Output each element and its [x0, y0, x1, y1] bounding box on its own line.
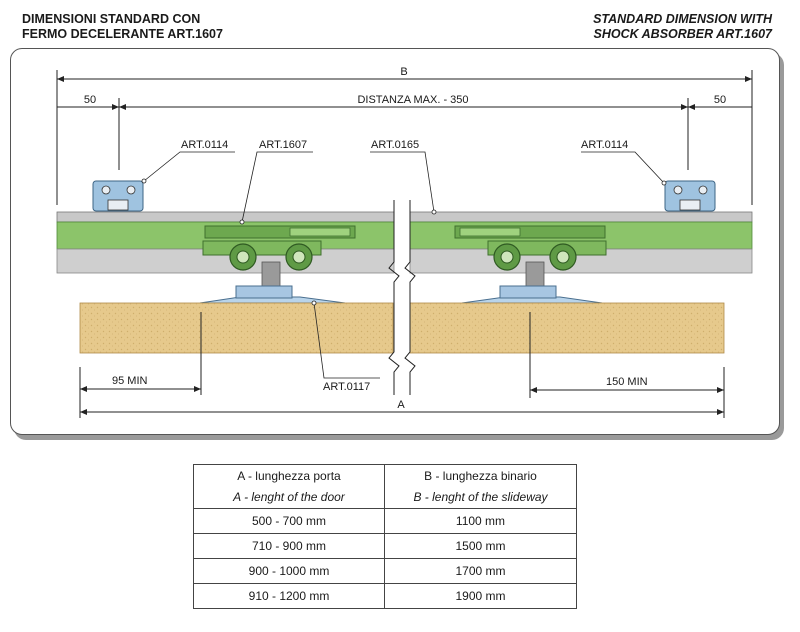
door-length-cell: 900 - 1000 mm — [193, 558, 385, 584]
label-art0165: ART.0165 — [370, 139, 437, 215]
col1-header: A - lunghezza porta — [193, 464, 385, 486]
right-offset-label: 50 — [714, 94, 726, 106]
art0165-text: ART.0165 — [371, 139, 419, 151]
dimension-left-min: 95 MIN — [79, 312, 202, 418]
dimension-a: A — [80, 399, 724, 415]
rail-length-cell: 1100 mm — [384, 508, 577, 534]
shock-absorber-right — [454, 225, 606, 239]
art0114-right-text: ART.0114 — [581, 139, 628, 151]
art0114-left-text: ART.0114 — [181, 139, 228, 151]
table-row: 900 - 1000 mm 1700 mm — [193, 558, 577, 584]
art1607-text: ART.1607 — [259, 139, 307, 151]
table-header-row: A - lunghezza porta B - lunghezza binari… — [193, 464, 577, 486]
dimension-b-label: B — [400, 66, 407, 78]
table-row: 710 - 900 mm 1500 mm — [193, 533, 577, 559]
shock-absorber-left — [204, 225, 356, 239]
trolley-left — [202, 240, 322, 287]
header-right-title: STANDARD DIMENSION WITH SHOCK ABSORBER A… — [593, 12, 772, 42]
trolley-right — [487, 240, 607, 287]
dimension-b: B — [56, 66, 753, 205]
dimension-right-min: 150 MIN — [529, 312, 725, 418]
door-length-cell: 910 - 1200 mm — [193, 583, 385, 609]
technical-diagram: B 50 DISTANZA MAX. - 350 50 — [56, 66, 753, 418]
table-row: 910 - 1200 mm 1900 mm — [193, 583, 577, 609]
label-art0117: ART.0117 — [311, 300, 380, 393]
dimension-a-label: A — [397, 399, 405, 411]
col1-subheader: A - lenght of the door — [193, 486, 385, 509]
header-left-line1: DIMENSIONI STANDARD CON — [22, 12, 201, 26]
door-plate-left — [199, 285, 346, 304]
label-art0114-right: ART.0114 — [581, 139, 667, 186]
door-length-cell: 710 - 900 mm — [193, 533, 385, 559]
max-distance-label: DISTANZA MAX. - 350 — [357, 94, 468, 106]
bracket-left — [92, 180, 144, 212]
rail-track — [56, 211, 753, 274]
left-min-label: 95 MIN — [112, 375, 148, 387]
label-art1607: ART.1607 — [239, 139, 313, 225]
rail-length-cell: 1900 mm — [384, 583, 577, 609]
header-right-line1: STANDARD DIMENSION WITH — [593, 12, 772, 26]
rail-length-cell: 1500 mm — [384, 533, 577, 559]
art0117-text: ART.0117 — [323, 381, 370, 393]
col2-subheader: B - lenght of the slideway — [384, 486, 577, 509]
left-offset-label: 50 — [84, 94, 96, 106]
right-min-label: 150 MIN — [606, 376, 648, 388]
door-panels — [79, 302, 725, 354]
header-left-title: DIMENSIONI STANDARD CON FERMO DECELERANT… — [22, 12, 223, 42]
door-length-cell: 500 - 700 mm — [193, 508, 385, 534]
table-subheader-row: A - lenght of the door B - lenght of the… — [193, 486, 577, 509]
rail-length-cell: 1700 mm — [384, 558, 577, 584]
break-lines — [388, 200, 416, 395]
header-right-line2: SHOCK ABSORBER ART.1607 — [593, 27, 772, 41]
col2-header: B - lunghezza binario — [384, 464, 577, 486]
header-left-line2: FERMO DECELERANTE ART.1607 — [22, 27, 223, 41]
label-art0114-left: ART.0114 — [141, 139, 235, 184]
table-row: 500 - 700 mm 1100 mm — [193, 508, 577, 534]
dimension-table: A - lunghezza porta B - lunghezza binari… — [193, 464, 577, 609]
door-plate-right — [461, 285, 603, 304]
bracket-right — [664, 180, 716, 212]
dimension-spacing: 50 DISTANZA MAX. - 350 50 — [57, 94, 752, 170]
